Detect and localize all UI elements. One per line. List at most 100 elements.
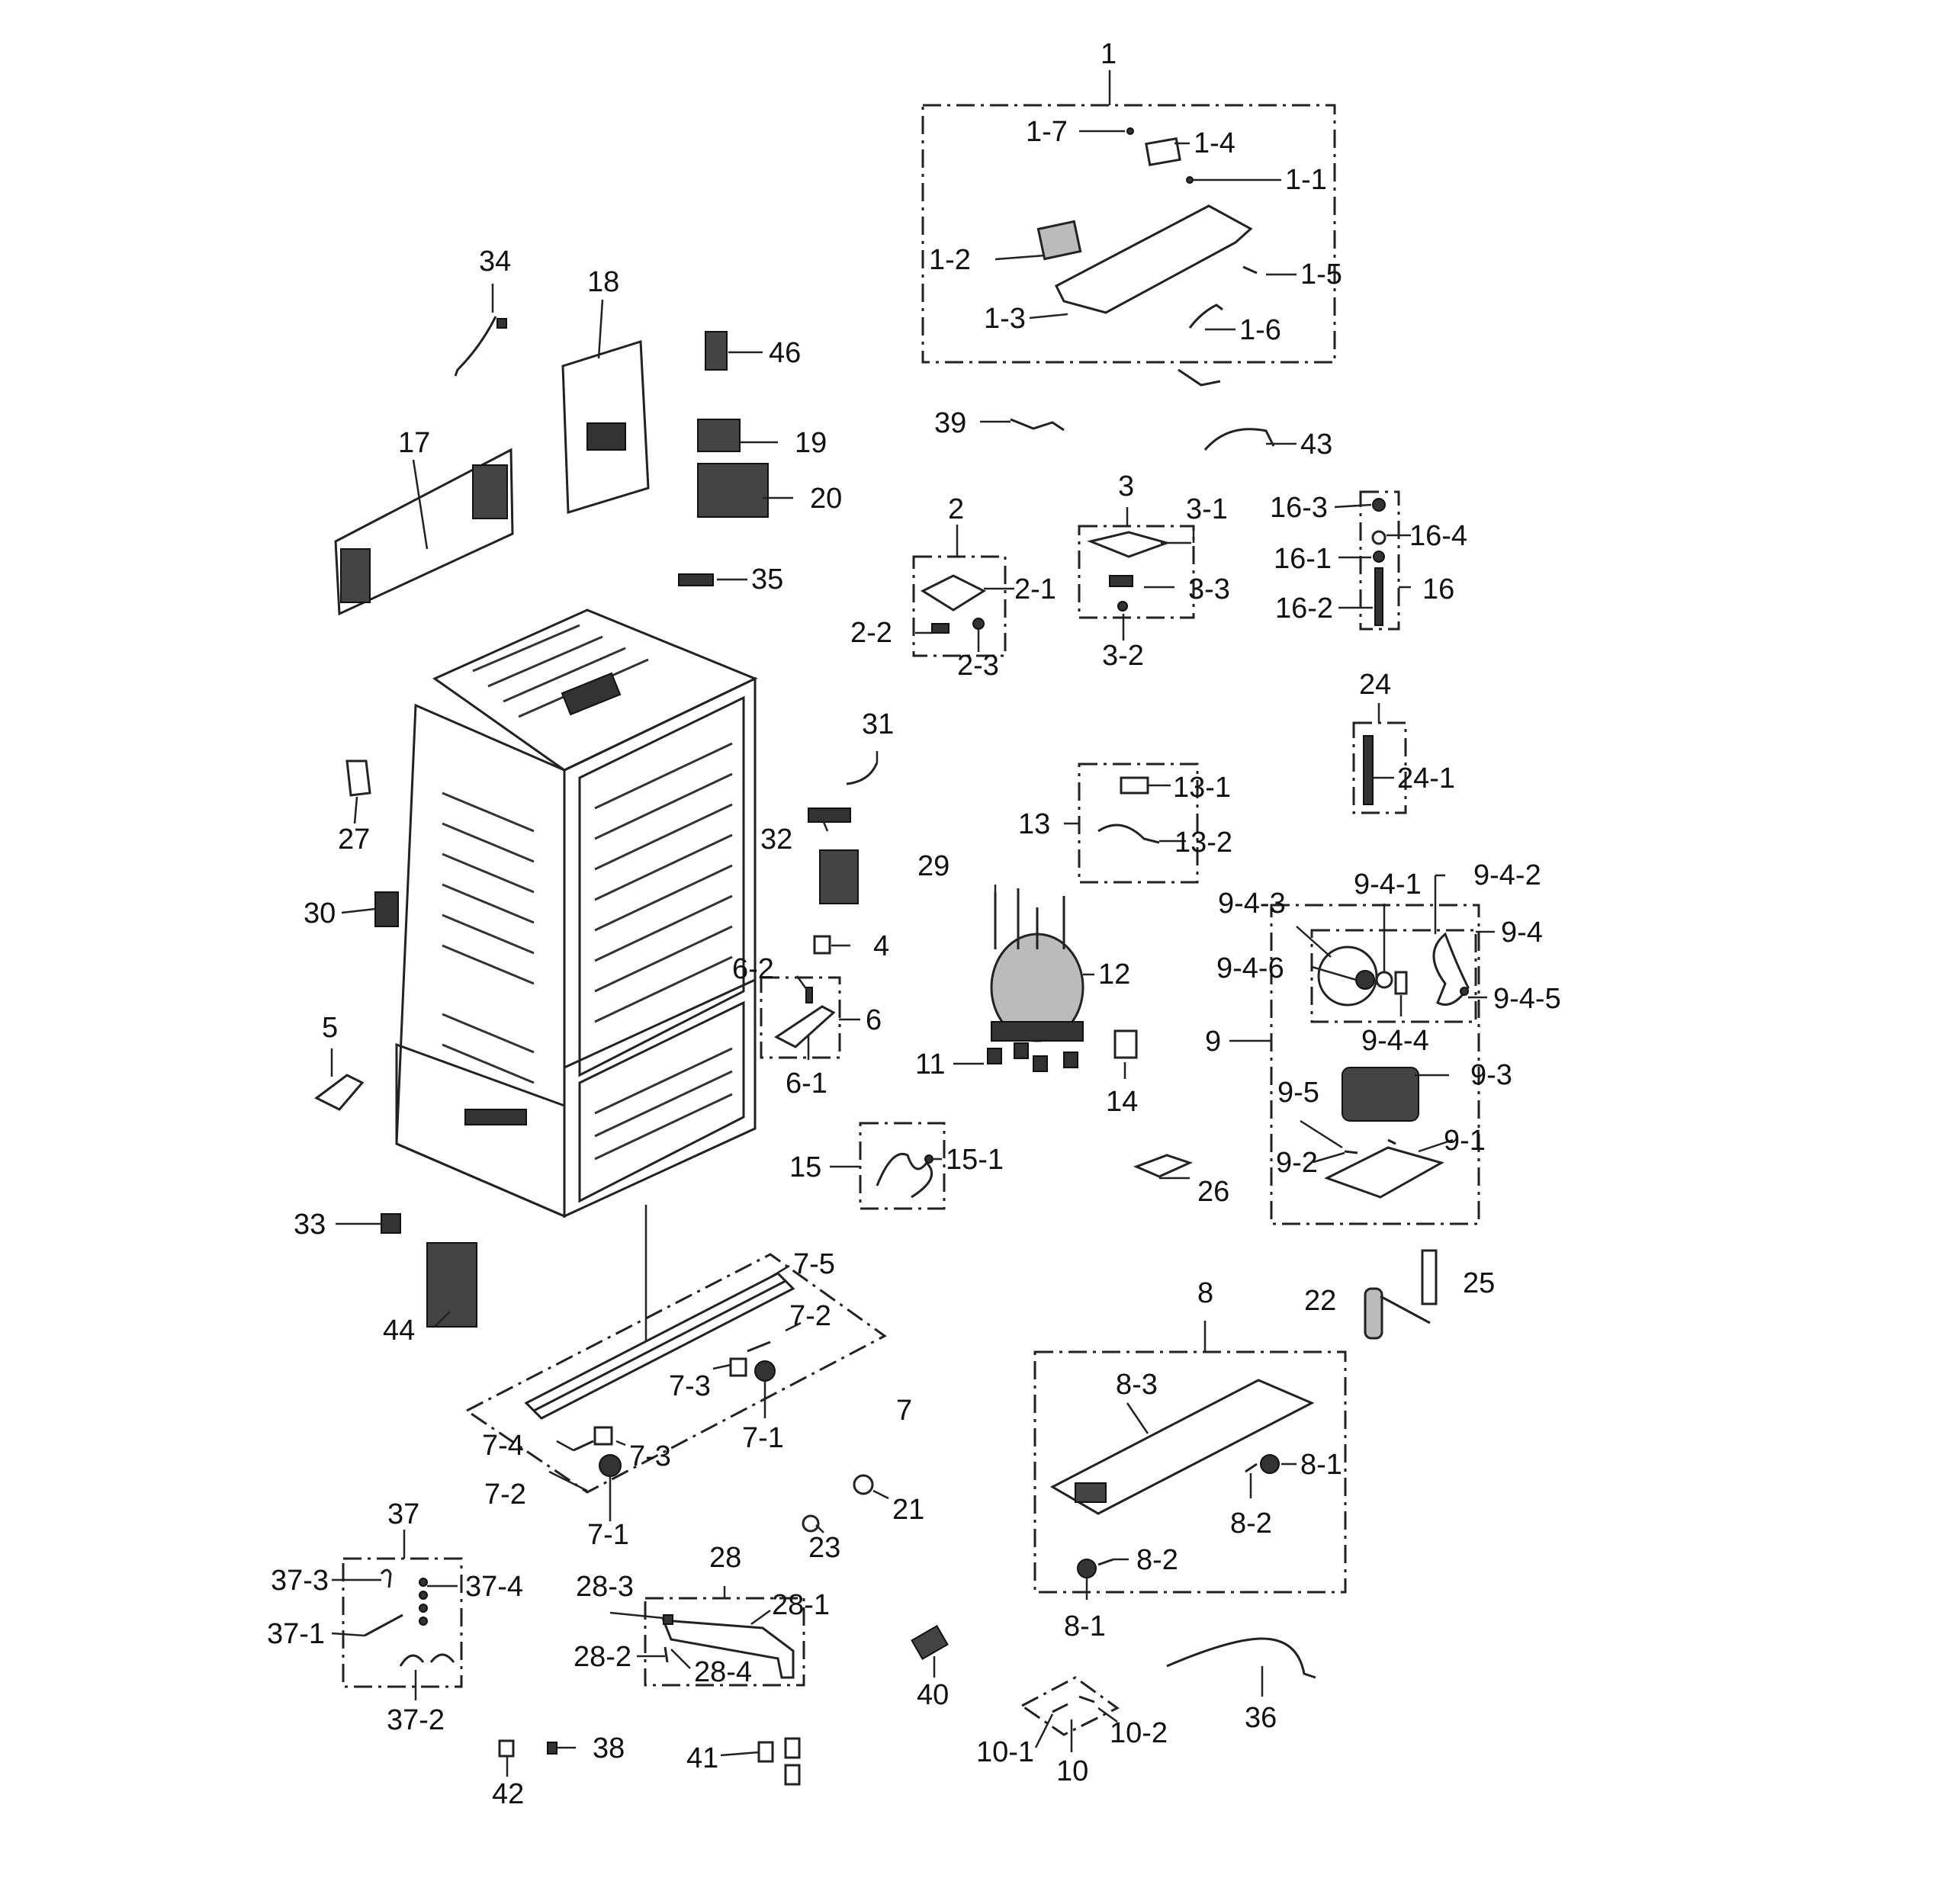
- part-37-3-drawing: [380, 1568, 392, 1588]
- label-9-4-1: 9-4-1: [1354, 869, 1422, 901]
- label-16-2: 16-2: [1275, 592, 1333, 624]
- label-37-3: 37-3: [271, 1565, 329, 1597]
- part-3-3-drawing: [1109, 575, 1133, 587]
- cabinet-machine-parts: [464, 1109, 527, 1125]
- label-13-1: 13-1: [1173, 772, 1231, 804]
- part-14-drawing: [1113, 1029, 1138, 1059]
- group-box-3: [1078, 525, 1195, 619]
- label-2-2: 2-2: [850, 617, 892, 649]
- label-25: 25: [1463, 1267, 1495, 1299]
- label-9-4-3: 9-4-3: [1218, 888, 1286, 920]
- label-39: 39: [934, 407, 966, 439]
- part-22-tube: [1380, 1295, 1431, 1324]
- part-6-2-drawing: [805, 987, 813, 1003]
- part-16-3-drawing: [1372, 498, 1386, 512]
- label-6: 6: [866, 1004, 882, 1036]
- label-44: 44: [383, 1315, 415, 1347]
- group-box-37: [342, 1557, 463, 1688]
- group-box-9-4: [1310, 929, 1477, 1023]
- part-7-2-a-pin: [747, 1341, 771, 1353]
- part-43-drawing: [1203, 428, 1275, 451]
- label-9-1: 9-1: [1444, 1125, 1486, 1157]
- part-18-grille: [586, 422, 626, 451]
- label-10-2: 10-2: [1110, 1717, 1168, 1749]
- leader-lines: [330, 70, 1495, 1777]
- label-28-4: 28-4: [694, 1656, 752, 1688]
- part-44-drawing: [426, 1242, 477, 1328]
- label-46: 46: [769, 337, 801, 369]
- label-15: 15: [789, 1151, 821, 1183]
- label-30: 30: [304, 897, 336, 930]
- label-35: 35: [751, 563, 783, 596]
- label-2: 2: [948, 493, 964, 525]
- part-30-drawing: [374, 891, 399, 927]
- part-8-1-b-drawing: [1077, 1559, 1097, 1578]
- label-14: 14: [1106, 1086, 1138, 1118]
- part-16-4-drawing: [1371, 530, 1387, 545]
- part-7-2-b-pin: [573, 1440, 594, 1452]
- label-9-2: 9-2: [1276, 1147, 1318, 1179]
- callout-labels: 1 1-7 1-4 1-1 1-2 1-5 1-3 1-6 34 18 46 3…: [267, 38, 1561, 1810]
- part-27-drawing: [345, 759, 371, 797]
- part-37-2-drawing: [399, 1653, 455, 1667]
- part-7-5-rail-inner: [533, 1280, 786, 1412]
- label-1-5: 1-5: [1300, 258, 1342, 291]
- part-7-1-a-wheel: [754, 1360, 776, 1382]
- part-16-2-drawing: [1374, 567, 1383, 626]
- group-box-15: [859, 1122, 946, 1210]
- label-3-1: 3-1: [1186, 493, 1228, 525]
- part-23-drawing: [802, 1514, 820, 1533]
- label-2-3: 2-3: [957, 650, 999, 682]
- label-17: 17: [398, 427, 430, 459]
- part-9-1-tray: [1324, 1146, 1444, 1199]
- label-7-3-b: 7-3: [629, 1440, 671, 1472]
- part-40-drawing: [911, 1625, 949, 1660]
- part-9-5-screw: [1387, 1138, 1396, 1145]
- part-15-drawing: [876, 1153, 933, 1199]
- part-22-drawing: [1364, 1287, 1383, 1340]
- part-13-2-drawing: [1097, 824, 1160, 844]
- part-9-4-2-fan-blade: [1432, 932, 1470, 1006]
- label-37-2: 37-2: [387, 1704, 445, 1736]
- label-1: 1: [1101, 38, 1117, 70]
- part-39-drawing: [1010, 418, 1065, 432]
- group-box-6: [760, 976, 841, 1059]
- label-19: 19: [795, 427, 827, 459]
- part-28-1-drawing: [661, 1619, 795, 1679]
- label-9-3: 9-3: [1470, 1059, 1512, 1091]
- label-8-2-b: 8-2: [1136, 1544, 1178, 1576]
- part-8-3-grille: [1075, 1482, 1107, 1503]
- part-7-3-b-roller: [593, 1426, 613, 1446]
- part-34-drawing: [454, 316, 497, 377]
- label-16-3: 16-3: [1270, 492, 1328, 524]
- label-24-1: 24-1: [1397, 763, 1455, 795]
- label-7-1-a: 7-1: [742, 1422, 784, 1454]
- part-16-1-drawing: [1373, 551, 1385, 563]
- label-1-7: 1-7: [1026, 116, 1068, 148]
- label-27: 27: [338, 824, 370, 856]
- part-6-1-drawing: [774, 1005, 836, 1048]
- part-41-drawing: [757, 1737, 801, 1786]
- label-8-3: 8-3: [1116, 1369, 1158, 1401]
- label-7-2-a: 7-2: [789, 1300, 831, 1332]
- label-43: 43: [1300, 429, 1332, 461]
- part-24-1-drawing: [1363, 735, 1374, 805]
- label-6-2: 6-2: [732, 953, 774, 985]
- part-25-drawing: [1421, 1249, 1438, 1305]
- part-32-drawing: [808, 808, 851, 823]
- part-20-drawing: [697, 463, 769, 518]
- part-11-grommets: [987, 1042, 1078, 1072]
- label-5: 5: [322, 1012, 338, 1044]
- label-8-2-a: 8-2: [1230, 1507, 1272, 1540]
- label-1-6: 1-6: [1239, 314, 1281, 346]
- label-16-1: 16-1: [1274, 543, 1332, 575]
- label-23: 23: [808, 1532, 840, 1564]
- label-2-1: 2-1: [1014, 573, 1056, 605]
- part-9-4-6-motor: [1355, 970, 1375, 990]
- label-40: 40: [917, 1679, 949, 1711]
- label-28: 28: [709, 1542, 741, 1574]
- label-37-1: 37-1: [267, 1618, 325, 1650]
- label-10-1: 10-1: [976, 1736, 1034, 1768]
- group-box-10: [1020, 1676, 1120, 1736]
- label-22: 22: [1304, 1285, 1336, 1317]
